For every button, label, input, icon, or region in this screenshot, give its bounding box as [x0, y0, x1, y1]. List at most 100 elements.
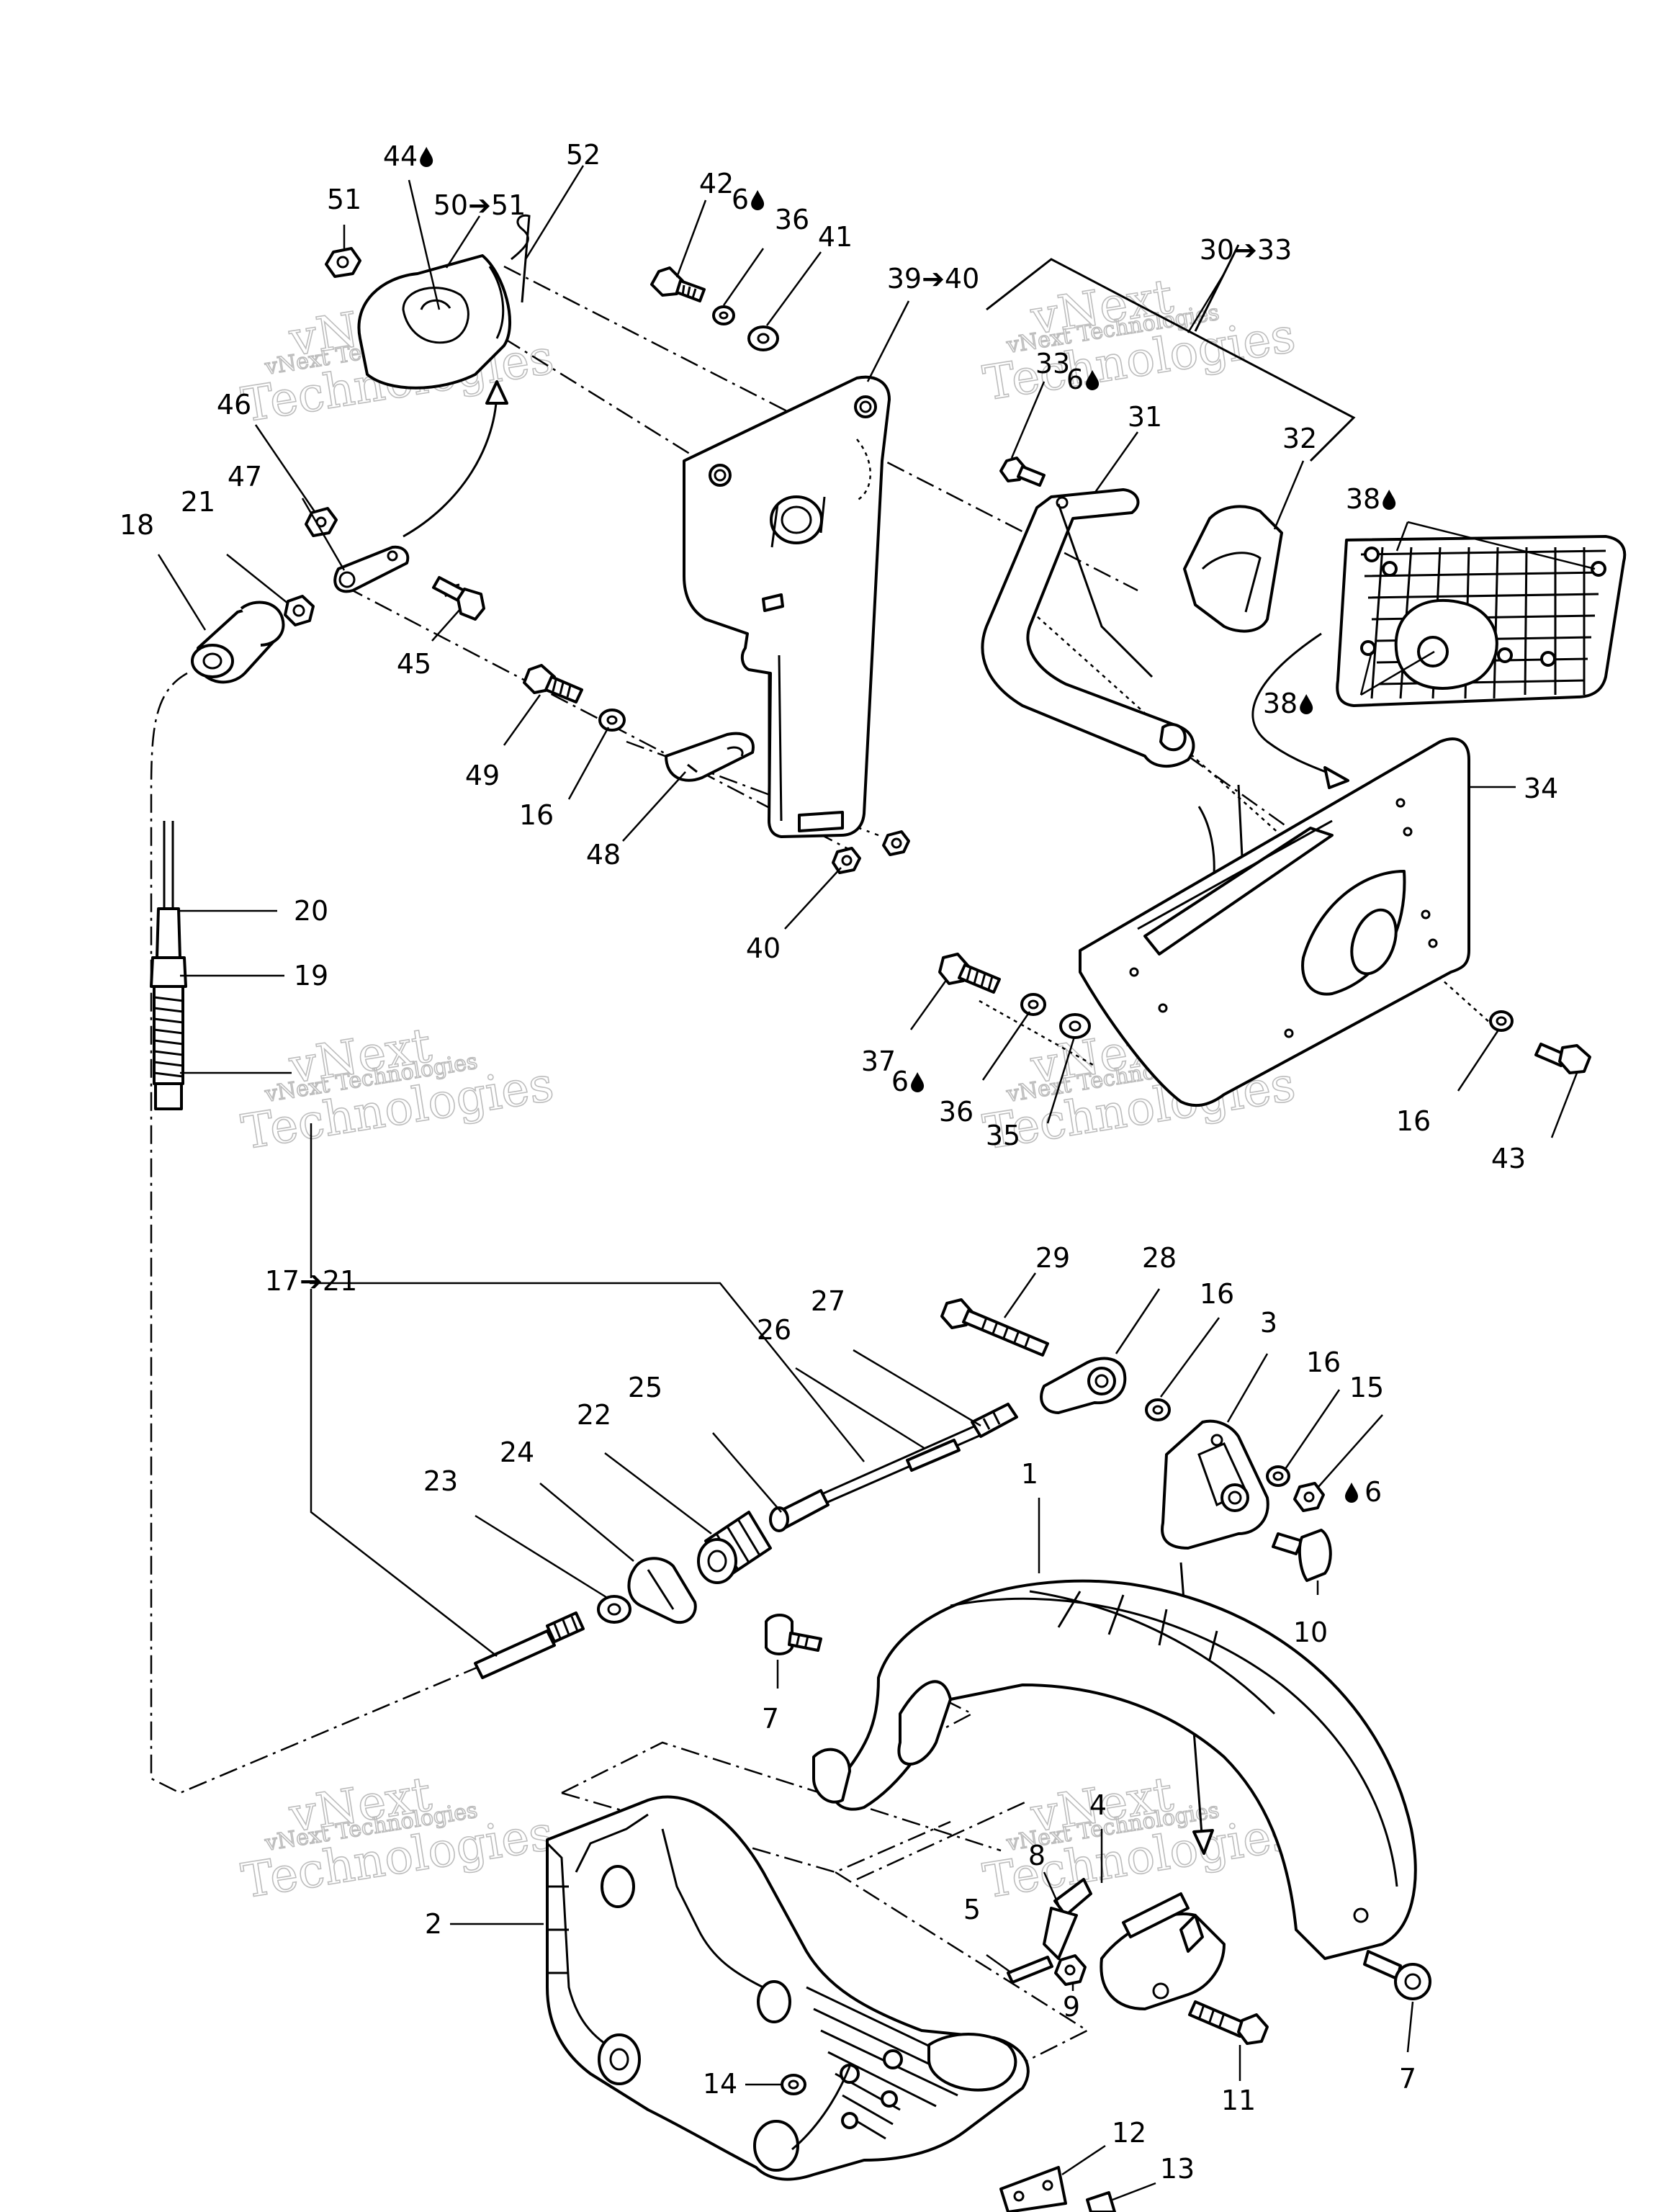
callout-number: 16: [1396, 1105, 1431, 1137]
callout-c45: 45: [397, 648, 431, 680]
callout-c35: 35: [986, 1120, 1020, 1151]
callout-number: 35: [986, 1120, 1020, 1151]
callout-c47: 47: [228, 461, 262, 493]
callout-number: 46: [217, 389, 251, 421]
oil-drop-icon: [751, 190, 765, 210]
callout-number: 4: [1089, 1789, 1107, 1821]
callout-number: 6: [1066, 364, 1084, 395]
screw-13-part: [1086, 2191, 1116, 2212]
bolt-42-part: [650, 266, 706, 302]
callout-number: 43: [1491, 1143, 1526, 1174]
callout-number: 13: [1160, 2153, 1195, 2185]
callout-c50: 50➔51: [433, 189, 526, 221]
callout-number: 25: [628, 1372, 662, 1403]
callout-number: 50➔51: [433, 189, 526, 221]
callout-c43: 43: [1491, 1143, 1526, 1174]
callout-c38b: 38: [1263, 688, 1313, 719]
callout-number: 38: [1346, 483, 1380, 515]
callout-c12: 12: [1112, 2117, 1146, 2149]
washer-14-part: [781, 2074, 806, 2095]
callout-c14: 14: [703, 2068, 737, 2100]
callout-c8: 8: [1028, 1840, 1046, 1871]
callout-c16c: 16: [1200, 1278, 1234, 1310]
callout-number: 21: [181, 486, 215, 518]
callout-c1: 1: [1021, 1458, 1038, 1490]
ferrule-25-part: [769, 1489, 830, 1532]
oil-drop-icon: [1382, 490, 1396, 510]
callout-c4: 4: [1089, 1789, 1107, 1821]
nut-21-part: [284, 595, 315, 626]
pin-5-part: [1007, 1956, 1053, 1984]
callout-number: 45: [397, 648, 431, 680]
bolt-49-part: [523, 664, 583, 703]
callout-c49: 49: [465, 760, 500, 791]
callout-c48: 48: [586, 839, 621, 871]
nut-15-part: [1293, 1482, 1325, 1512]
callout-number: 11: [1221, 2085, 1256, 2116]
callout-c3: 3: [1260, 1307, 1277, 1339]
bracket-12-part: [999, 2166, 1067, 2212]
callout-c26: 26: [757, 1314, 791, 1346]
bolt-11-part: [1188, 2000, 1269, 2045]
callout-number: 16: [519, 799, 554, 831]
bracket-4-part: [1100, 1892, 1226, 2010]
callout-c36b: 36: [939, 1096, 974, 1128]
callout-c6b: 6: [1066, 364, 1100, 395]
callout-c52: 52: [566, 139, 601, 171]
callout-number: 15: [1349, 1372, 1384, 1403]
watermark-top-right: vNext vNext Technologies Technologies: [979, 268, 1300, 412]
callout-c23: 23: [423, 1465, 458, 1497]
callout-c44: 44: [383, 140, 433, 172]
callout-c28: 28: [1142, 1242, 1177, 1274]
oil-drop-icon: [911, 1072, 925, 1092]
callout-c7a: 7: [762, 1703, 779, 1735]
clip-8-part: [1043, 1878, 1092, 1960]
callout-number: 38: [1263, 688, 1298, 719]
callout-number: 52: [566, 139, 601, 171]
callout-number: 16: [1200, 1278, 1234, 1310]
oil-drop-icon: [420, 147, 433, 167]
callout-number: 9: [1063, 1991, 1080, 2023]
washer-36-part: [712, 305, 735, 325]
upper-guard-bracket-part: [683, 375, 891, 838]
watermark-bottom-left: vNext vNext Technologies Technologies: [238, 1766, 558, 1910]
callout-number: 33: [1035, 348, 1070, 379]
callout-c16a: 16: [519, 799, 554, 831]
nut-9-part: [1054, 1954, 1087, 1986]
bolt-37-part: [938, 953, 1001, 994]
washer-23-part: [597, 1595, 631, 1624]
cable-end-26-part: [813, 1424, 980, 1508]
callout-number: 42: [699, 168, 734, 199]
callout-c20: 20: [294, 895, 328, 927]
callout-number: 36: [775, 204, 809, 235]
callout-c22: 22: [577, 1399, 611, 1431]
callout-c46: 46: [217, 389, 251, 421]
callout-number: 6: [732, 184, 749, 215]
leader-lines: [157, 165, 1596, 2201]
callout-number: 20: [294, 895, 328, 927]
callout-number: 5: [963, 1894, 981, 1925]
callout-c16d: 16: [1306, 1346, 1341, 1378]
washer-16a-part: [598, 709, 626, 732]
motor-housing-2-part: [546, 1795, 1030, 2181]
callout-c51a: 51: [327, 184, 361, 215]
callout-number: 36: [939, 1096, 974, 1128]
washer-16c-part: [1145, 1398, 1171, 1421]
callout-number: 27: [811, 1285, 845, 1317]
callout-number: 28: [1142, 1242, 1177, 1274]
callout-c16b: 16: [1396, 1105, 1431, 1137]
spring-clip-part: [511, 214, 531, 303]
bracket-3-part: [1161, 1419, 1269, 1550]
lever-28-part: [1040, 1357, 1127, 1414]
callout-c38a: 38: [1346, 483, 1396, 515]
callout-number: 22: [577, 1399, 611, 1431]
callout-number: 37: [861, 1046, 896, 1077]
callout-c18: 18: [120, 509, 154, 541]
callout-number: 2: [425, 1908, 442, 1940]
washer-16d-part: [1266, 1465, 1290, 1487]
callout-c30: 30➔33: [1200, 234, 1292, 266]
callout-number: 3: [1260, 1307, 1277, 1339]
latch-housing-part: [357, 254, 511, 390]
callout-c32: 32: [1282, 423, 1317, 454]
